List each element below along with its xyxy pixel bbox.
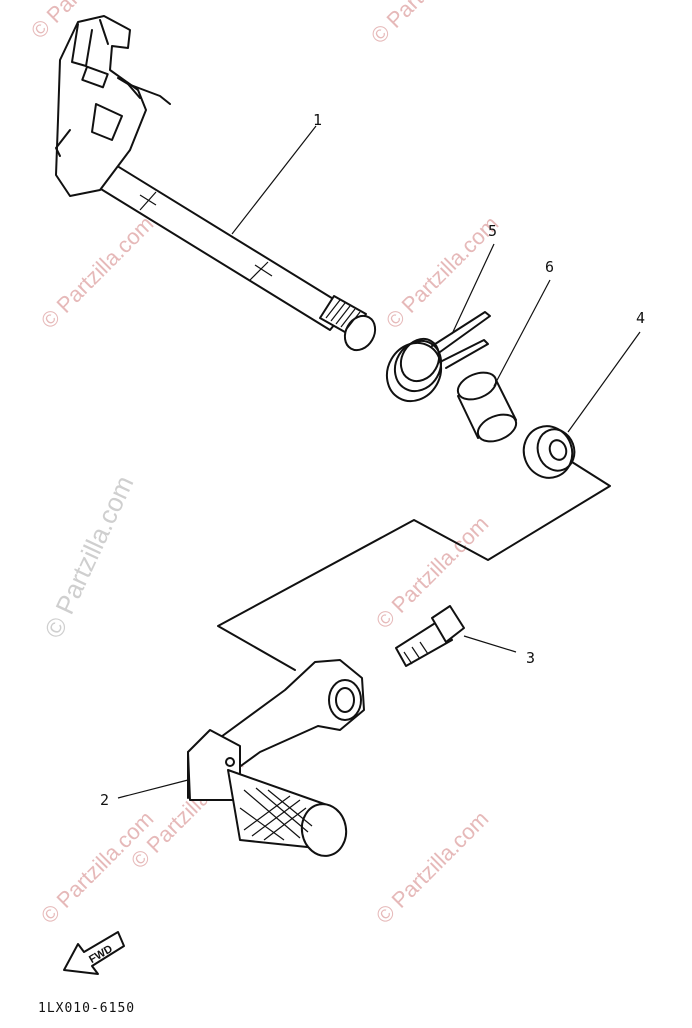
side-watermark: © Partzilla.com: [38, 471, 139, 642]
oil-seal-part: [522, 425, 576, 479]
leader-line-5: [451, 243, 495, 335]
callout-number-6: 6: [545, 258, 554, 276]
callout-number-1: 1: [313, 111, 322, 129]
spline-hatching: [325, 299, 361, 331]
bolt-part: [395, 605, 465, 667]
diagram-code: 1LX010-6150: [38, 1001, 135, 1016]
leader-line-2: [117, 779, 189, 799]
watermark: © Partzilla.com: [36, 211, 159, 334]
leader-lines: [117, 125, 641, 799]
leader-line-4: [567, 331, 641, 433]
callout-number-3: 3: [526, 649, 535, 667]
watermark: © Partzilla.com: [371, 806, 494, 929]
forward-arrow-icon: FWD: [63, 931, 125, 975]
callout-number-4: 4: [636, 309, 645, 327]
peg-knurling: [239, 787, 313, 841]
collar-part: [456, 371, 518, 443]
spring-part: [385, 311, 491, 403]
fwd-label: FWD: [87, 943, 115, 966]
shift-pedal-part: [187, 659, 365, 857]
watermark: © Partzilla.com: [366, 0, 489, 49]
watermark: © Partzilla.com: [381, 211, 504, 334]
assembly-guide-line: [217, 461, 611, 671]
callout-number-5: 5: [488, 222, 497, 240]
leader-line-1: [231, 125, 317, 235]
shift-shaft-part: [55, 15, 377, 352]
callout-number-2: 2: [100, 791, 109, 809]
leader-line-6: [493, 279, 551, 387]
leader-line-3: [463, 635, 517, 653]
